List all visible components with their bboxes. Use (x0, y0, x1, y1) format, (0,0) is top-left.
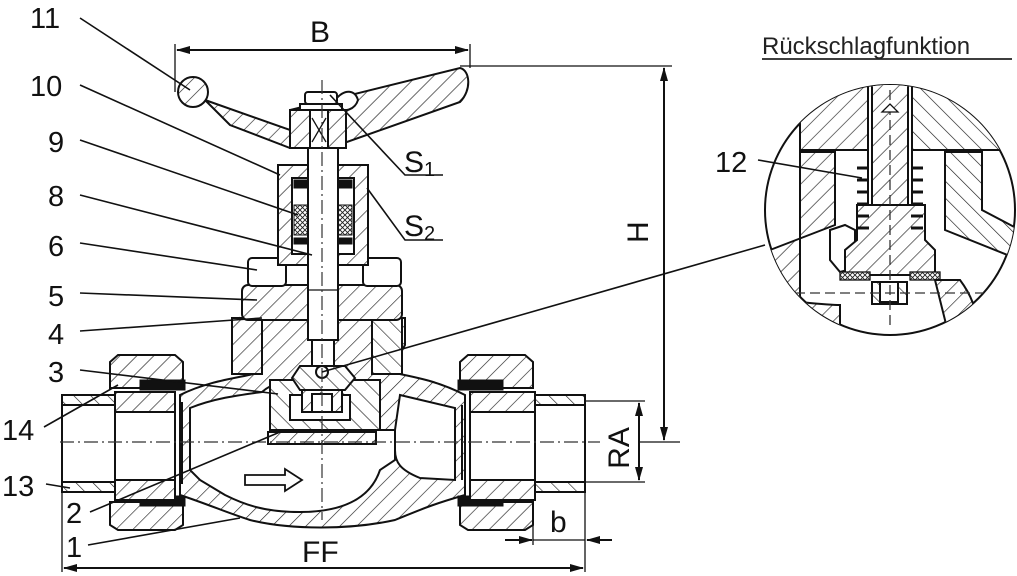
handwheel (177, 66, 470, 149)
flow-arrow-icon (244, 467, 304, 493)
part-label-4: 4 (48, 319, 64, 351)
part-label-10: 10 (30, 71, 62, 103)
part-label-3: 3 (48, 357, 64, 389)
part-label-6: 6 (48, 231, 64, 263)
part-label-5: 5 (48, 281, 64, 313)
dimension-ra-thread: RA (603, 427, 636, 469)
part-label-12: 12 (715, 147, 747, 179)
right-union (457, 354, 586, 531)
dimension-b-thread-length: b (550, 506, 567, 539)
dimension-ff-face-to-face: FF (302, 536, 339, 569)
part-label-14: 14 (2, 415, 34, 447)
leader-lines (43, 17, 863, 546)
callout-s2: S2 (404, 210, 435, 245)
part-label-9: 9 (48, 127, 64, 159)
part-label-13: 13 (2, 471, 34, 503)
left-union (61, 354, 186, 531)
dimension-lines (61, 44, 680, 572)
part-label-2: 2 (66, 498, 82, 530)
callout-s1: S1 (404, 146, 435, 181)
detail-title: Rückschlagfunktion (762, 33, 970, 60)
dimension-b-width: B (310, 16, 330, 49)
dimension-h-height: H (622, 221, 655, 243)
part-label-1: 1 (66, 532, 82, 564)
part-label-8: 8 (48, 181, 64, 213)
detail-view-check-function (764, 84, 1016, 336)
part-label-11: 11 (30, 3, 60, 35)
